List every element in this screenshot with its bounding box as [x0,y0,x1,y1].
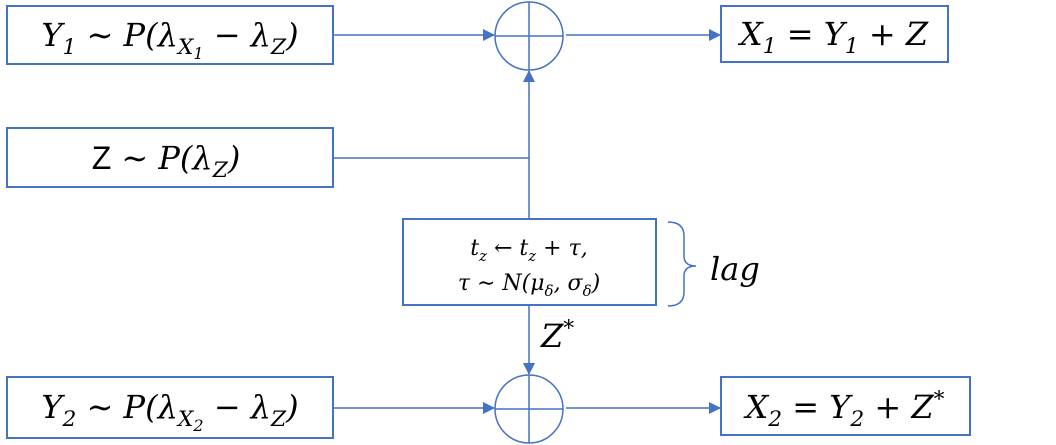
summing-junction-top [494,1,564,71]
label-lag-update: tz ← tz + τ, [470,236,587,265]
label-y1: Y1 ∼ P(λX1 − λZ) [41,16,298,63]
connectors [333,29,721,414]
box-z [6,127,334,188]
label-lag-distribution: τ ∼ N(μδ, σδ) [458,271,600,300]
box-lag [402,218,657,306]
label-z: Z ∼ P(λZ) [92,139,241,183]
box-x1 [720,5,949,63]
box-y1 [6,5,334,65]
box-x2 [720,376,971,436]
label-lag: lag [710,250,760,288]
label-zstar: Z* [540,316,574,355]
lag-brace [667,221,697,307]
summing-junction-bottom [494,374,564,444]
label-x2: X2 = Y2 + Z* [742,387,944,432]
box-y2 [6,376,334,439]
label-x1: X1 = Y1 + Z [737,15,929,59]
label-y2: Y2 ∼ P(λX2 − λZ) [41,388,298,435]
